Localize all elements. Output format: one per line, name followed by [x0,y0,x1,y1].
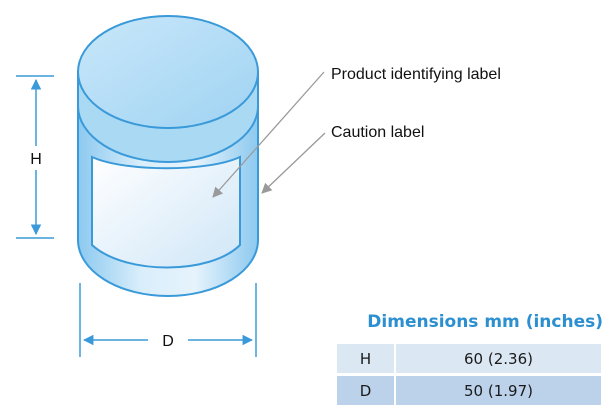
dimensions-title: Dimensions mm (inches) [367,312,603,332]
product-label-panel [91,155,241,269]
table-row-height: H 60 (2.36) [337,344,601,373]
table-row-diameter: D 50 (1.97) [337,376,601,405]
diameter-marker-label: D [162,333,174,350]
lid-top [77,15,259,129]
product-label-callout-line [212,71,325,198]
dimension-value: 60 (2.36) [396,344,601,373]
dimension-key: H [337,344,396,373]
product-label-callout: Product identifying label [331,66,501,83]
height-marker-label: H [30,151,42,168]
caution-label-callout-line [261,132,326,194]
dimension-value: 50 (1.97) [396,376,601,405]
dimensions-table: H 60 (2.36) D 50 (1.97) [337,341,601,408]
dimension-key: D [337,376,396,405]
caution-label-callout: Caution label [331,124,424,141]
